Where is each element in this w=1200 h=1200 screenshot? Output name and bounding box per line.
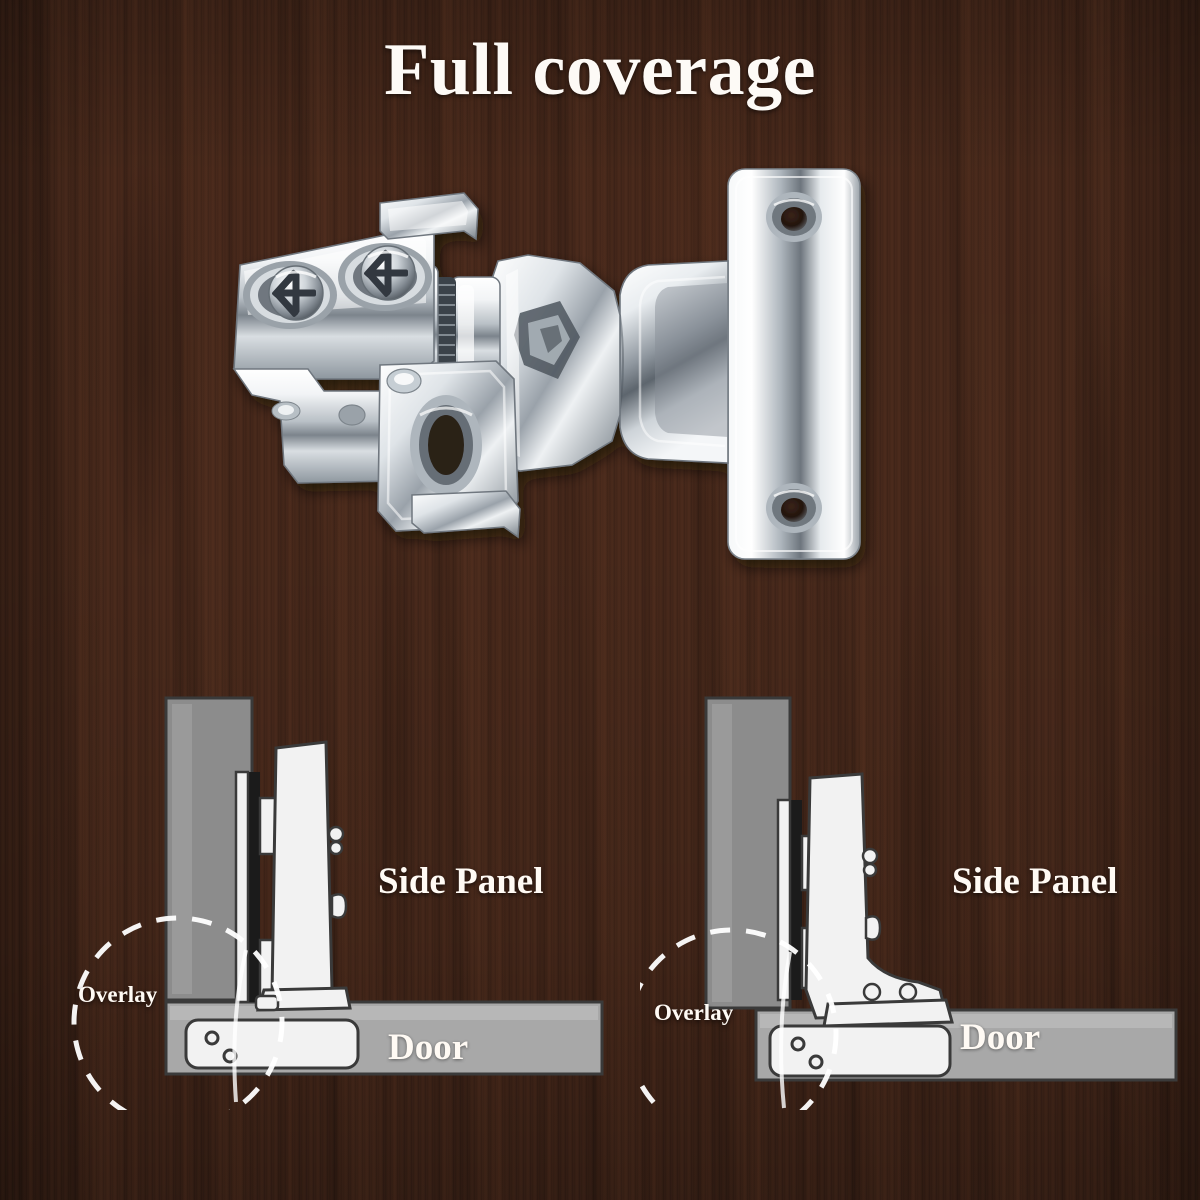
hinge-assembly [232,168,861,560]
overlay-label-left: Overlay [78,982,158,1007]
hinge-product-photo [228,165,940,610]
overlay-label-right: Overlay [654,1000,734,1025]
side-panel-open [704,696,792,1010]
hinge-cross-section-closed [184,740,360,1070]
hinge-arm [489,254,621,472]
cup-plate-screw-hole-bottom [766,483,822,533]
full-overlay-open-diagram [625,690,1200,1141]
full-overlay-closed-diagram [60,690,620,1129]
hinge-cross-section-open [768,772,954,1078]
mounting-screw-right [338,243,432,311]
door-cup-plate [619,168,861,560]
side-panel-label-right: Side Panel [952,861,1118,902]
mounting-screw-left [243,261,337,329]
door-label-right: Door [960,1017,1041,1058]
side-panel-label-left: Side Panel [378,861,544,902]
oval-adjustment-slot [410,395,482,495]
page-title: Full coverage [384,29,816,111]
door-label-left: Door [388,1027,469,1068]
cup-plate-screw-hole-top [766,192,822,242]
